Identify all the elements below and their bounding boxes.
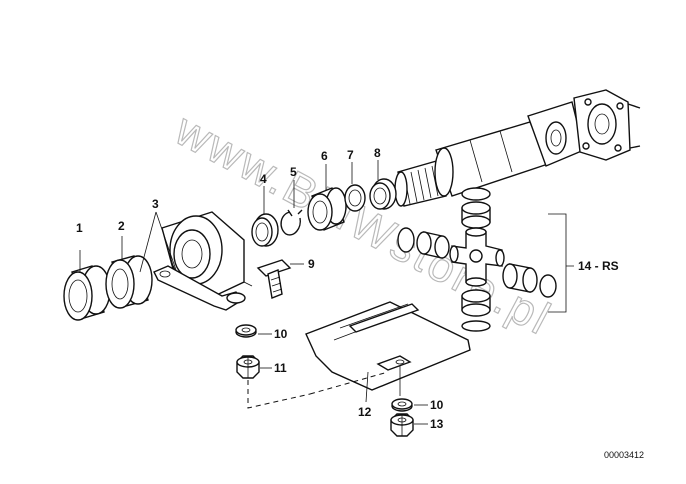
assembly-dashed-line xyxy=(247,371,389,409)
label-part-10-lower: 10 xyxy=(430,398,444,412)
part-5-circlip xyxy=(280,180,303,236)
part-14-universal-joint xyxy=(397,187,574,332)
part-2-seal-ring xyxy=(105,236,153,309)
label-part-14: 14 - RS xyxy=(578,259,619,273)
label-part-4: 4 xyxy=(260,172,267,186)
drawing-number: 00003412 xyxy=(604,450,644,460)
part-1-seal-ring xyxy=(63,250,111,321)
label-part-2: 2 xyxy=(118,219,125,233)
part-10-washer-lower xyxy=(391,398,428,412)
part-3-center-mount xyxy=(139,211,253,311)
label-part-1: 1 xyxy=(76,221,83,235)
part-13-nut xyxy=(390,413,428,437)
label-part-10-upper: 10 xyxy=(274,327,288,341)
label-part-3: 3 xyxy=(152,197,159,211)
label-part-9: 9 xyxy=(308,257,315,271)
part-4-ring xyxy=(251,186,279,247)
label-part-13: 13 xyxy=(430,417,444,431)
label-part-8: 8 xyxy=(374,146,381,160)
label-part-6: 6 xyxy=(321,149,328,163)
label-part-11: 11 xyxy=(274,361,287,375)
part-10-washer-upper xyxy=(235,324,272,338)
drive-shaft xyxy=(394,89,641,207)
label-part-12: 12 xyxy=(358,405,372,419)
part-11-nut xyxy=(236,355,272,379)
label-part-7: 7 xyxy=(347,148,354,162)
label-part-5: 5 xyxy=(290,165,297,179)
part-7-ring xyxy=(344,162,366,212)
part-8-ring xyxy=(369,160,397,210)
part-6-bearing-sleeve xyxy=(307,164,347,231)
part-12-plate xyxy=(305,301,471,403)
part-9-bolt xyxy=(256,259,304,299)
